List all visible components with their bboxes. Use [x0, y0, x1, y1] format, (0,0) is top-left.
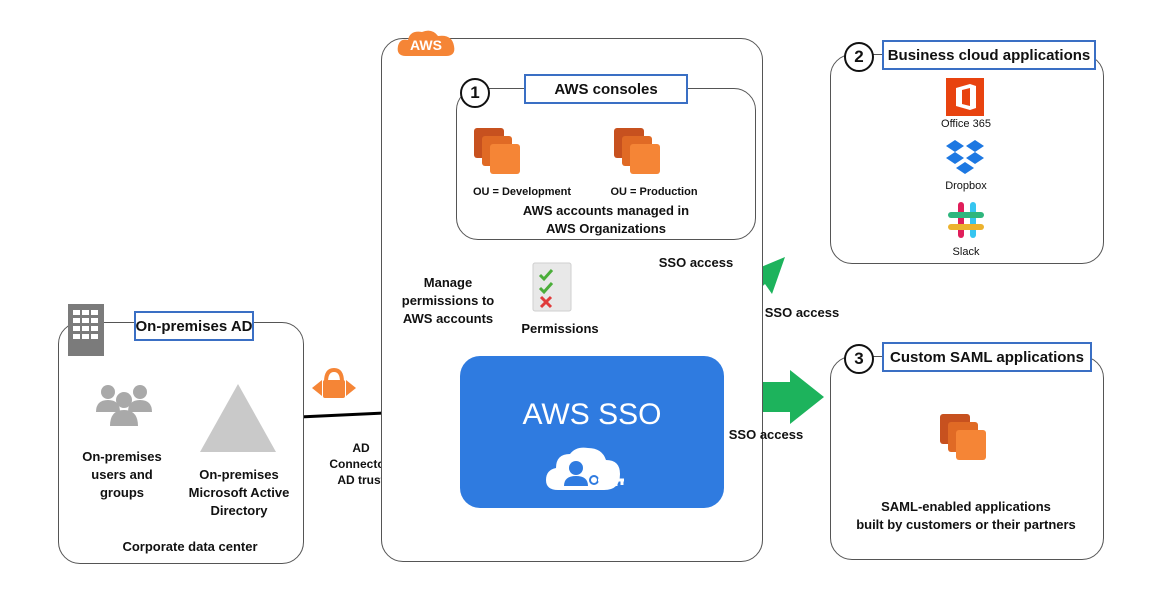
- office-365-label: Office 365: [941, 118, 991, 130]
- ou-development-label: OU = Development: [472, 186, 572, 198]
- custom-saml-tag: Custom SAML applications: [882, 342, 1092, 372]
- active-directory-label: On-premises Microsoft Active Directory: [188, 467, 290, 518]
- aws-consoles-tag: AWS consoles: [524, 74, 688, 104]
- business-apps-tag: Business cloud applications: [882, 40, 1096, 70]
- saml-apps-description: SAML-enabled applications built by custo…: [856, 499, 1076, 532]
- step-number-2: 2: [844, 42, 874, 72]
- sso-access-label-saml: SSO access: [728, 427, 804, 442]
- aws-badge: AWS: [396, 28, 456, 58]
- building-icon: [68, 304, 104, 356]
- corporate-data-center-label: Corporate data center: [122, 539, 258, 554]
- manage-permissions-label: Manage permissions to AWS accounts: [401, 275, 495, 326]
- step-number-1: 1: [460, 78, 490, 108]
- dropbox-icon: [944, 138, 986, 178]
- sso-access-label-business: SSO access: [764, 305, 840, 320]
- dropbox-label: Dropbox: [945, 180, 987, 192]
- active-directory-icon: [198, 382, 278, 454]
- sso-access-label-up: SSO access: [658, 255, 734, 270]
- sso-cloud-key-icon: [544, 444, 634, 496]
- onprem-users-label: On-premises users and groups: [82, 449, 162, 500]
- saml-apps-icon: [938, 412, 994, 468]
- ad-connector-icon: [312, 366, 356, 400]
- slack-label: Slack: [952, 246, 980, 258]
- aws-accounts-label: AWS accounts managed in AWS Organization…: [522, 203, 690, 236]
- office-365-icon: [946, 78, 984, 116]
- permissions-checklist-icon: [532, 262, 572, 312]
- ou-production-label: OU = Production: [610, 186, 698, 198]
- aws-sso-title: AWS SSO: [522, 398, 662, 431]
- ad-connector-label: AD Connector/ AD trust: [329, 441, 393, 487]
- ou-development-icon: [472, 126, 528, 182]
- slack-icon: [946, 200, 986, 240]
- step-number-3: 3: [844, 344, 874, 374]
- ou-production-icon: [612, 126, 668, 182]
- aws-sso-block: AWS SSO: [460, 356, 724, 508]
- users-group-icon: [94, 382, 154, 428]
- onprem-ad-tag: On-premises AD: [134, 311, 254, 341]
- permissions-label: Permissions: [521, 321, 599, 336]
